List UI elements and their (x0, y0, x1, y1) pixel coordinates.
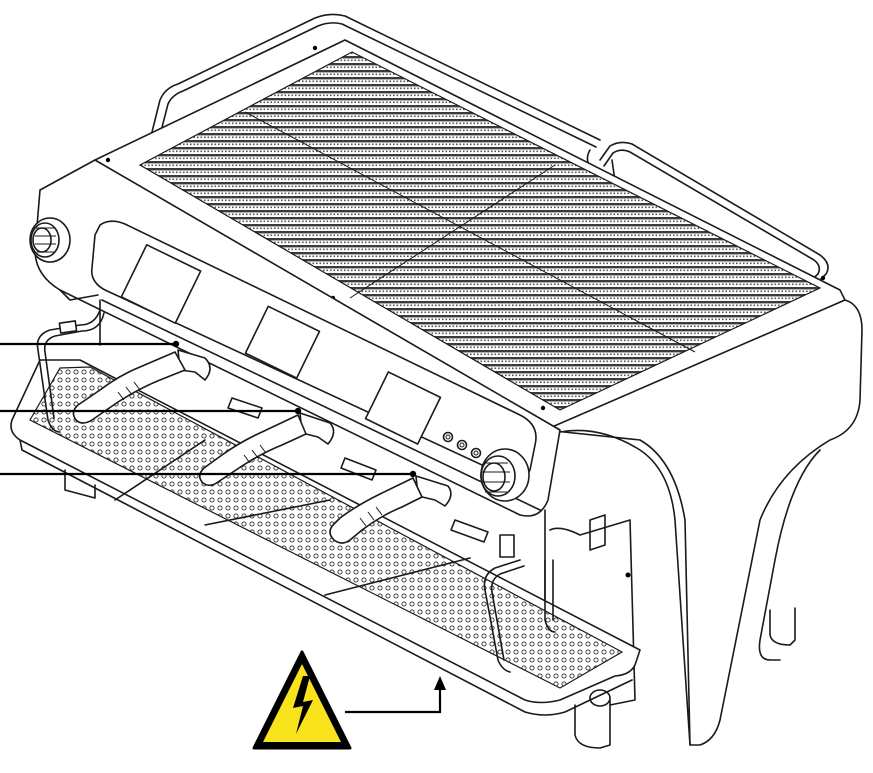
callout-marker-2 (294, 407, 302, 415)
electric-shock-hazard-icon (252, 650, 352, 750)
steam-knob-left (29, 217, 71, 263)
warning-leader-arrowhead (434, 676, 446, 690)
side-panel (544, 299, 863, 746)
display-screen-right (364, 371, 442, 445)
warning-leader-line (345, 688, 442, 714)
callout-lines (0, 340, 446, 714)
display-screen-center (244, 305, 321, 379)
display-screen-left (120, 243, 202, 325)
steam-wand-left (36, 309, 105, 433)
portafilter-2 (198, 412, 335, 487)
control-buttons (442, 431, 482, 459)
front-panel (29, 159, 561, 517)
steam-knob-right (480, 448, 530, 502)
callout-marker-1 (172, 340, 180, 348)
cup-warmer-surface (94, 39, 846, 431)
portafilter-1 (72, 349, 211, 424)
steam-wand-right (483, 534, 556, 673)
callout-marker-3 (409, 470, 417, 478)
portafilter-3 (329, 475, 452, 544)
